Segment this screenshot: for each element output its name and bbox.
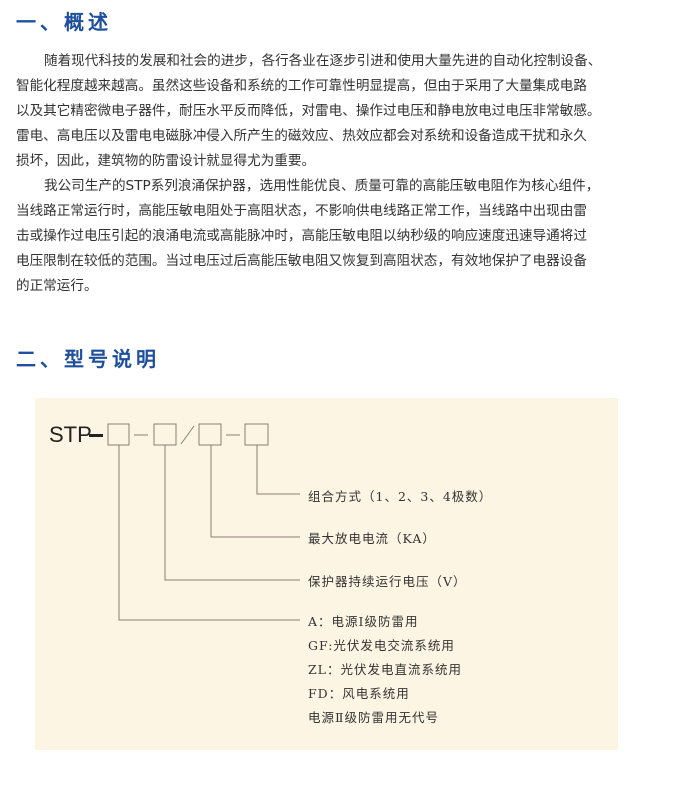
leader-line-3 [210,445,300,538]
paragraph-line: 当线路正常运行时，高能压敏电阻处于高阻状态，不影响供电线路正常工作，当线路中出现… [16,203,587,219]
paragraph-line: 电压限制在较低的范围。当过电压过后高能压敏电阻又恢复到高阻状态，有效地保护了电器… [16,253,587,269]
label-type-gf: GF:光伏发电交流系统用 [308,638,455,653]
label-type-fd: FD：风电系统用 [308,686,410,701]
model-diagram-panel: STP 组合方式（1、2、3、4极数） 最大放电电流（KA） 保护器持续运行电压… [35,398,618,750]
label-voltage: 保护器持续运行电压（V） [308,574,467,589]
paragraph-line: 损坏，因此，建筑物的防雷设计就显得尤为重要。 [16,153,316,169]
label-type-a: A：电源Ⅰ级防雷用 [308,614,419,629]
label-type-zl: ZL：光伏发电直流系统用 [308,662,462,677]
prefix-dash [89,434,103,437]
paragraph-line: 随着现代科技的发展和社会的进步，各行各业在逐步引进和使用大量先进的自动化控制设备… [44,53,602,69]
code-box-4 [244,423,269,446]
leader-line-4 [256,445,300,495]
code-box-3 [198,423,222,446]
leader-line-2 [164,445,300,581]
paragraph-line: 雷电、高电压以及雷电电磁脉冲侵入所产生的磁效应、热效应都会对系统和设备造成干扰和… [16,128,587,144]
label-type-none: 电源Ⅱ级防雷用无代号 [308,710,439,725]
paragraph-line: 的正常运行。 [16,278,98,294]
code-box-1 [107,423,130,446]
paragraph-line: 智能化程度越来越高。虽然这些设备和系统的工作可靠性明显提高，但由于采用了大量集成… [16,78,587,94]
model-prefix: STP [49,422,92,447]
leader-line-1 [118,445,300,621]
label-max-discharge: 最大放电电流（KA） [308,531,436,546]
separator-slash [180,425,195,445]
label-poles: 组合方式（1、2、3、4极数） [308,489,493,504]
section-title-overview: 一、概述 [16,10,112,34]
paragraph-line: 以及其它精密微电子器件，耐压水平反而降低，对雷电、操作过电压和静电放电过电压非常… [16,103,601,119]
code-box-2 [153,423,177,446]
paragraph-line: 击或操作过电压引起的浪涌电流或高能脉冲时，高能压敏电阻以纳秒级的响应速度迅速导通… [16,228,587,244]
model-diagram-lines [89,423,300,621]
paragraph-line: 我公司生产的STP系列浪涌保护器，选用性能优良、质量可靠的高能压敏电阻作为核心组… [44,178,600,194]
section-title-model: 二、型号说明 [16,347,160,371]
